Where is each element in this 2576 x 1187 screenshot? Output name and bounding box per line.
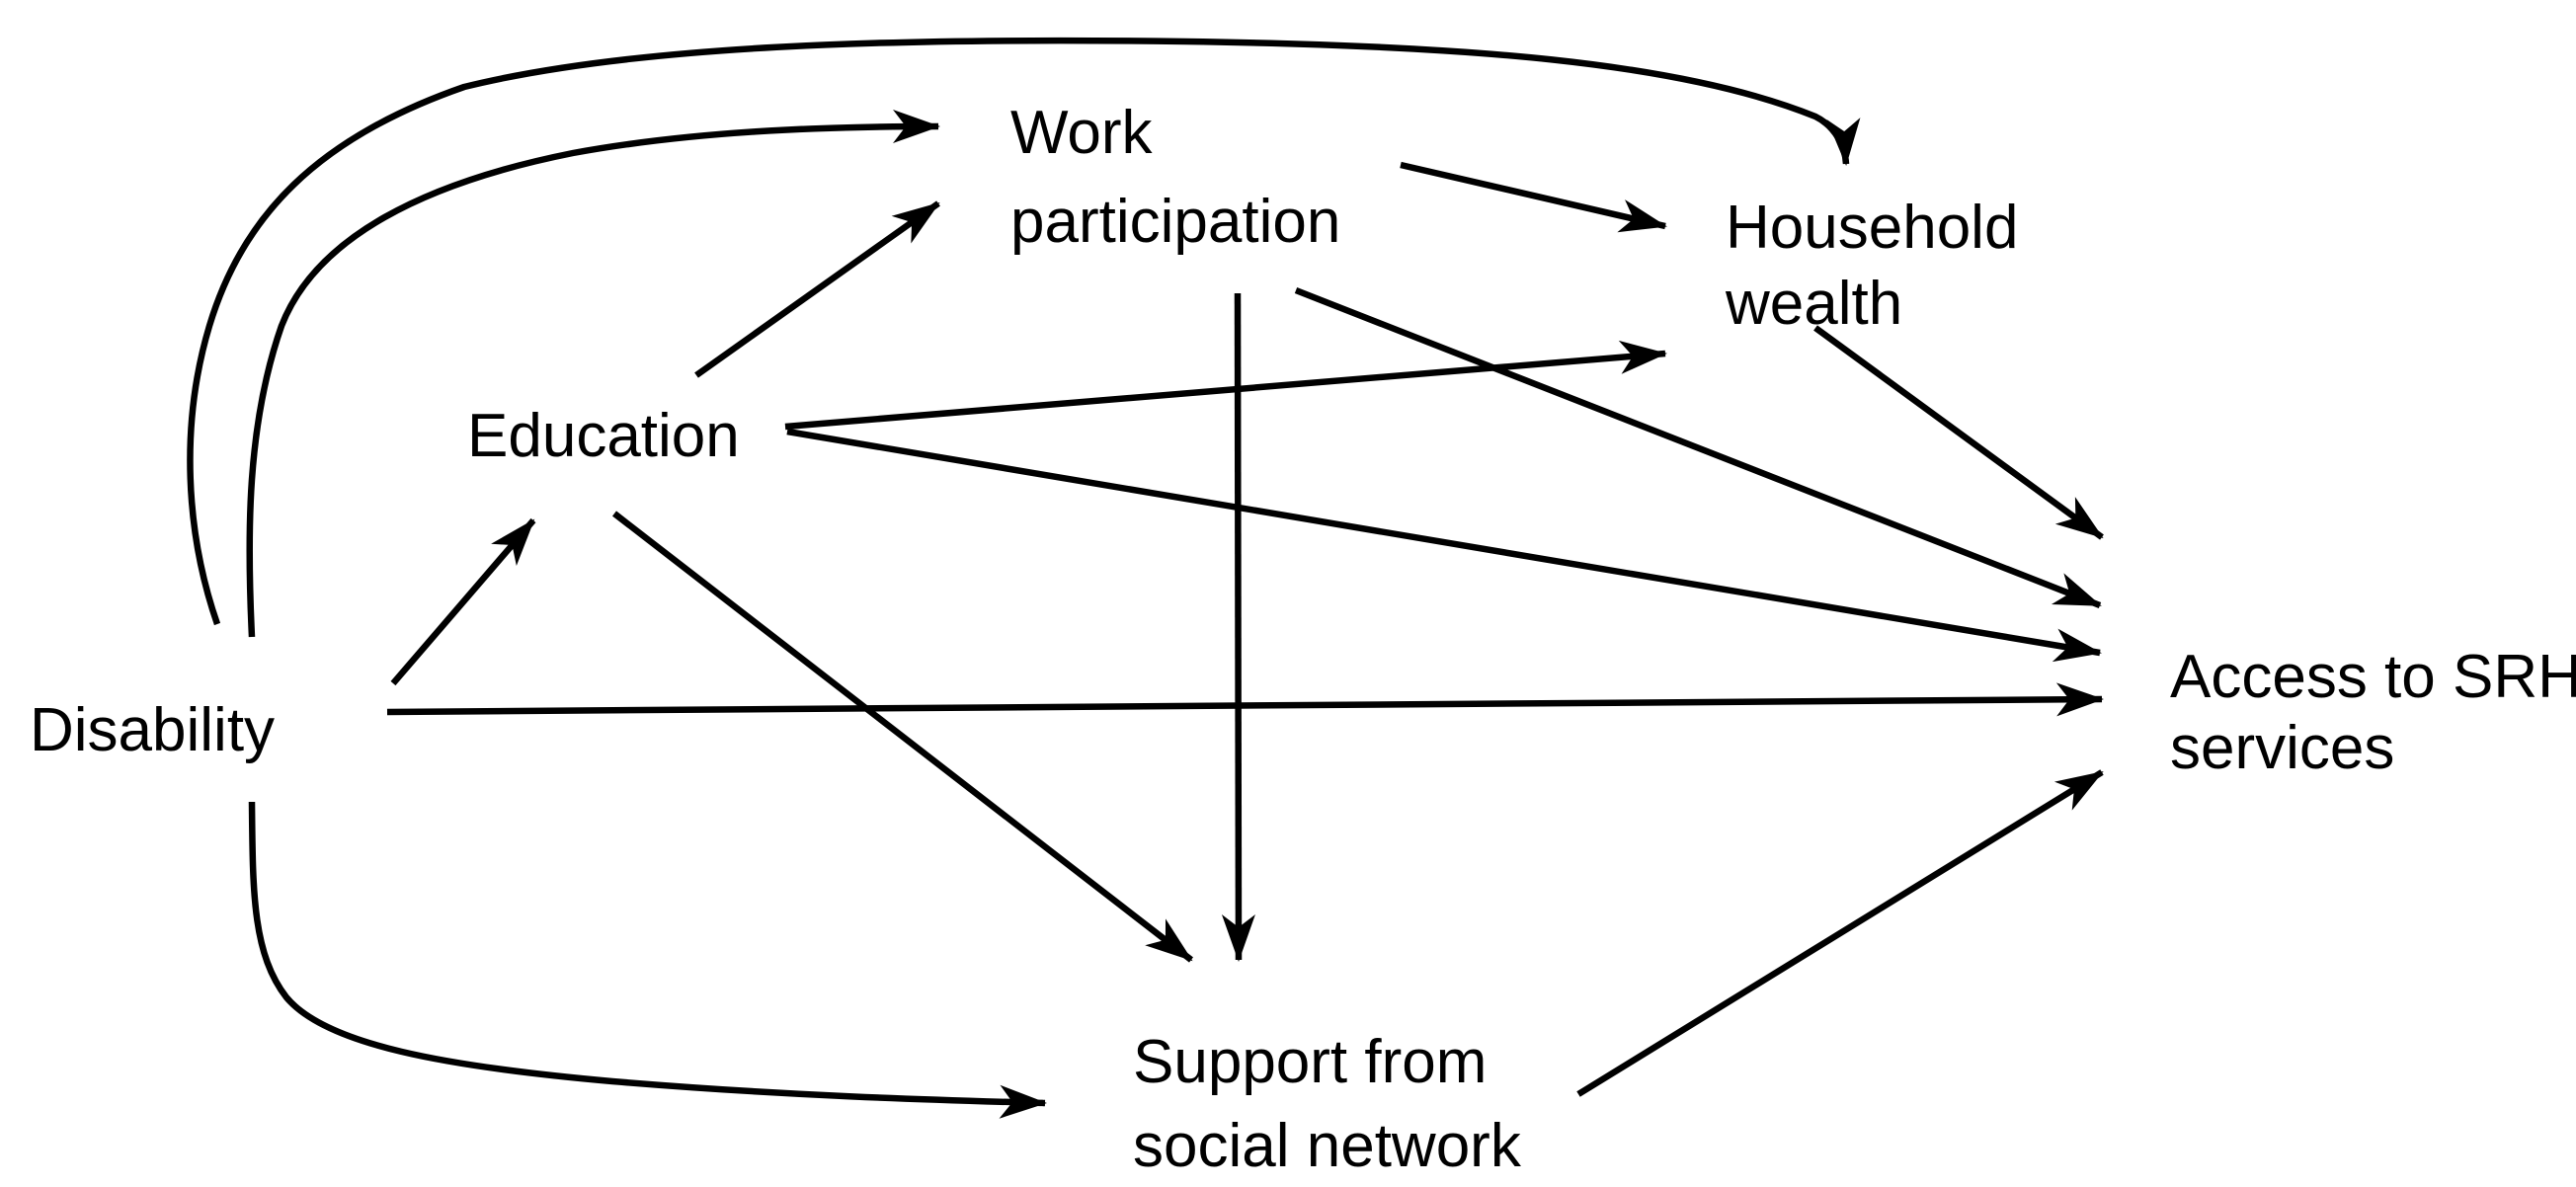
edge-disability-to-access-srh-services [386,682,2104,717]
nodes-layer: Disability Education Work participation Hous… [30,99,2576,1180]
edge-support-social-network-to-access-srh-services [1576,769,2104,1097]
edge-education-to-work-participation [694,200,940,378]
node-access-srh-services-line-2: services [2170,714,2394,782]
edge-household-wealth-to-access-srh-services [1813,325,2104,540]
node-disability-line-1: Disability [30,696,275,764]
edges-layer [187,37,2104,1119]
edge-education-to-household-wealth [784,340,1667,431]
node-household-wealth-line-1: Household [1726,194,2018,262]
edge-education-to-support-social-network [612,511,1193,963]
node-household-wealth: Household wealth [1725,194,2018,338]
node-work-participation-line-1: Work [1010,99,1154,167]
node-household-wealth-line-2: wealth [1725,270,1902,338]
node-education: Education [467,402,740,470]
node-education-line-1: Education [467,402,740,470]
edge-disability-to-work-participation [246,110,940,638]
edge-work-participation-to-access-srh-services [1294,286,2102,609]
node-support-social-network: Support from social network [1133,1028,1522,1180]
edge-work-participation-to-support-social-network [1221,292,1255,962]
edge-disability-to-support-social-network [248,801,1047,1119]
node-work-participation: Work participation [1010,99,1340,256]
node-access-srh-services-line-1: Access to SRH [2170,643,2576,711]
edge-disability-to-education [390,517,536,686]
edge-education-to-access-srh-services [786,428,2102,663]
node-support-social-network-line-2: social network [1133,1112,1522,1180]
node-disability: Disability [30,696,275,764]
node-support-social-network-line-1: Support from [1133,1028,1487,1096]
node-work-participation-line-2: participation [1010,188,1340,256]
edge-work-participation-to-household-wealth [1400,161,1667,233]
edge-disability-to-household-wealth [187,37,1861,626]
